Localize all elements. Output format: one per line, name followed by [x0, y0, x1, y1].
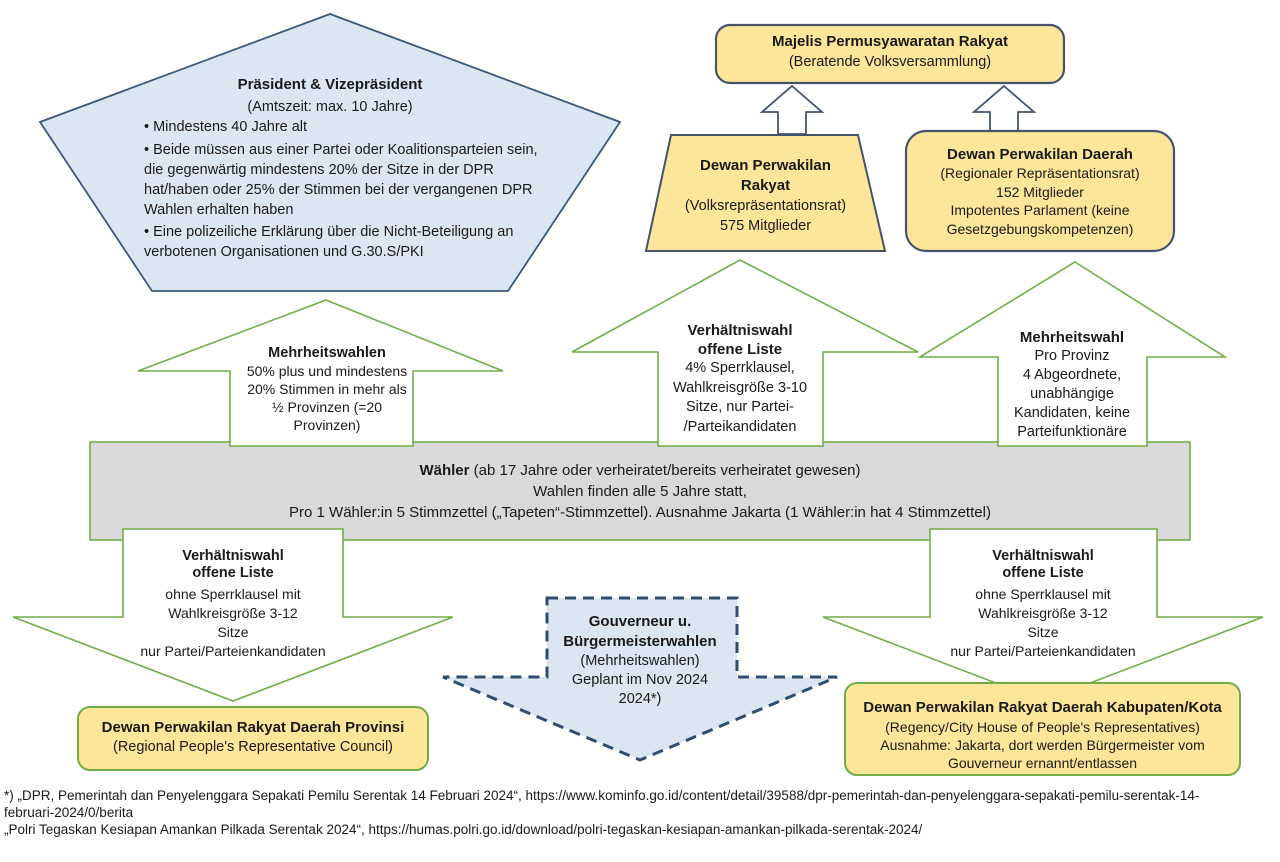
proportional-vote-kabupaten-details: ohne Sperrklausel mit Wahlkreisgröße 3-1… — [950, 586, 1136, 659]
up-arrow-connector-dpr-icon — [759, 84, 825, 135]
proportional-vote-provinsi-details: ohne Sperrklausel mit Wahlkreisgröße 3-1… — [140, 586, 326, 659]
president-requirements-list: • Mindestens 40 Jahre alt • Beide müssen… — [144, 117, 558, 262]
president-bullet-party: • Beide müssen aus einer Partei oder Koa… — [144, 142, 538, 218]
dprd-provinsi-subtitle: (Regional People's Representative Counci… — [112, 739, 394, 755]
dprd-kabupaten-box-text: Dewan Perwakilan Rakyat Daerah Kabupaten… — [845, 698, 1240, 772]
up-arrow-connector-dpd-icon — [971, 84, 1037, 135]
dpr-title: Dewan Perwakilan Rakyat — [700, 157, 831, 194]
dprd-provinsi-box-shape — [77, 706, 429, 771]
dpr-details: (Volksrepräsentationsrat) 575 Mitglieder — [684, 198, 847, 234]
down-arrow-provinsi-shape — [12, 528, 454, 702]
dpd-box-shape — [904, 129, 1176, 253]
proportional-vote-provinsi-title: Verhältniswahl offene Liste — [182, 548, 284, 581]
president-bullet-age: • Mindestens 40 Jahre alt — [144, 119, 308, 135]
proportional-vote-dpr-text: Verhältniswahl offene Liste 4% Sperrklau… — [625, 321, 855, 437]
down-arrow-kabupaten-shape — [822, 528, 1264, 702]
dpr-box-text: Dewan Perwakilan Rakyat (Volksrepräsenta… — [648, 156, 883, 236]
dpd-title: Dewan Perwakilan Daerah — [947, 146, 1133, 163]
voters-line3: Pro 1 Wähler:in 5 Stimmzettel („Tapeten“… — [289, 504, 991, 521]
president-pentagon-shape — [38, 13, 622, 292]
dpr-trapezoid-shape — [644, 134, 887, 252]
president-bullet-police: • Eine polizeiliche Erklärung über die N… — [144, 224, 514, 260]
dprd-provinsi-box-text: Dewan Perwakilan Rakyat Daerah Provinsi … — [78, 718, 428, 757]
governor-mayor-elections-text: Gouverneur u. Bürgermeisterwahlen (Mehrh… — [540, 612, 740, 709]
governor-mayor-elections-title: Gouverneur u. Bürgermeisterwahlen — [563, 613, 717, 650]
up-arrow-dpd-shape — [917, 261, 1228, 447]
proportional-vote-dpr-title: Verhältniswahl offene Liste — [687, 322, 793, 358]
majority-vote-dpd-text: Mehrheitswahl Pro Provinz 4 Abgeordnete,… — [957, 328, 1187, 442]
mpr-title: Majelis Permusyawaratan Rakyat — [772, 33, 1008, 50]
proportional-vote-dpr-details: 4% Sperrklausel, Wahlkreisgröße 3-10 Sit… — [672, 360, 808, 435]
governor-mayor-elections-details: (Mehrheitswahlen) Geplant im Nov 2024 20… — [571, 653, 709, 707]
dpd-details: (Regionaler Repräsentationsrat) 152 Mitg… — [940, 165, 1140, 237]
footnotes: *) „DPR, Pemerintah dan Penyelenggara Se… — [4, 787, 1254, 838]
proportional-vote-kabupaten-text: Verhältniswahl offene Liste ohne Sperrkl… — [903, 548, 1183, 661]
up-arrow-president-shape — [137, 299, 504, 447]
mpr-box-shape — [714, 23, 1066, 85]
footnote-source-2: „Polri Tegaskan Kesiapan Amankan Pilkada… — [4, 822, 923, 837]
majority-vote-president-title: Mehrheitswahlen — [268, 345, 386, 361]
voters-line1-rest: (ab 17 Jahre oder verheiratet/bereits ve… — [469, 462, 861, 479]
voters-band-shape — [89, 441, 1191, 541]
president-subtitle: (Amtszeit: max. 10 Jahre) — [247, 99, 413, 115]
up-arrow-dpr-shape — [571, 259, 919, 447]
mpr-subtitle: (Beratende Volksversammlung) — [788, 54, 992, 70]
majority-vote-dpd-details: Pro Provinz 4 Abgeordnete, unabhängige K… — [1013, 348, 1131, 440]
proportional-vote-kabupaten-title: Verhältniswahl offene Liste — [992, 548, 1094, 581]
dprd-kabupaten-details: (Regency/City House of People's Represen… — [880, 719, 1205, 771]
dprd-kabupaten-box-shape — [844, 682, 1241, 776]
president-title: Präsident & Vizepräsident — [237, 76, 423, 93]
dprd-provinsi-title: Dewan Perwakilan Rakyat Daerah Provinsi — [101, 719, 405, 736]
voters-label: Wähler — [419, 462, 470, 479]
footnote-source-1: *) „DPR, Pemerintah dan Penyelenggara Se… — [4, 788, 1200, 820]
majority-vote-president-text: Mehrheitswahlen 50% plus und mindestens … — [207, 344, 447, 434]
mpr-box-text: Majelis Permusyawaratan Rakyat (Beratend… — [716, 32, 1064, 72]
dprd-kabupaten-title: Dewan Perwakilan Rakyat Daerah Kabupaten… — [863, 699, 1222, 716]
dpd-box-text: Dewan Perwakilan Daerah (Regionaler Repr… — [906, 145, 1174, 238]
proportional-vote-provinsi-text: Verhältniswahl offene Liste ohne Sperrkl… — [93, 548, 373, 661]
voters-line2: Wahlen finden alle 5 Jahre statt, — [533, 483, 747, 500]
voters-line1: Wähler (ab 17 Jahre oder verheiratet/ber… — [90, 460, 1190, 481]
majority-vote-president-details: 50% plus und mindestens 20% Stimmen in m… — [246, 363, 408, 433]
voters-band-text: Wähler (ab 17 Jahre oder verheiratet/ber… — [90, 460, 1190, 523]
down-arrow-governor-dashed-shape — [442, 596, 838, 762]
majority-vote-dpd-title: Mehrheitswahl — [1019, 329, 1125, 346]
